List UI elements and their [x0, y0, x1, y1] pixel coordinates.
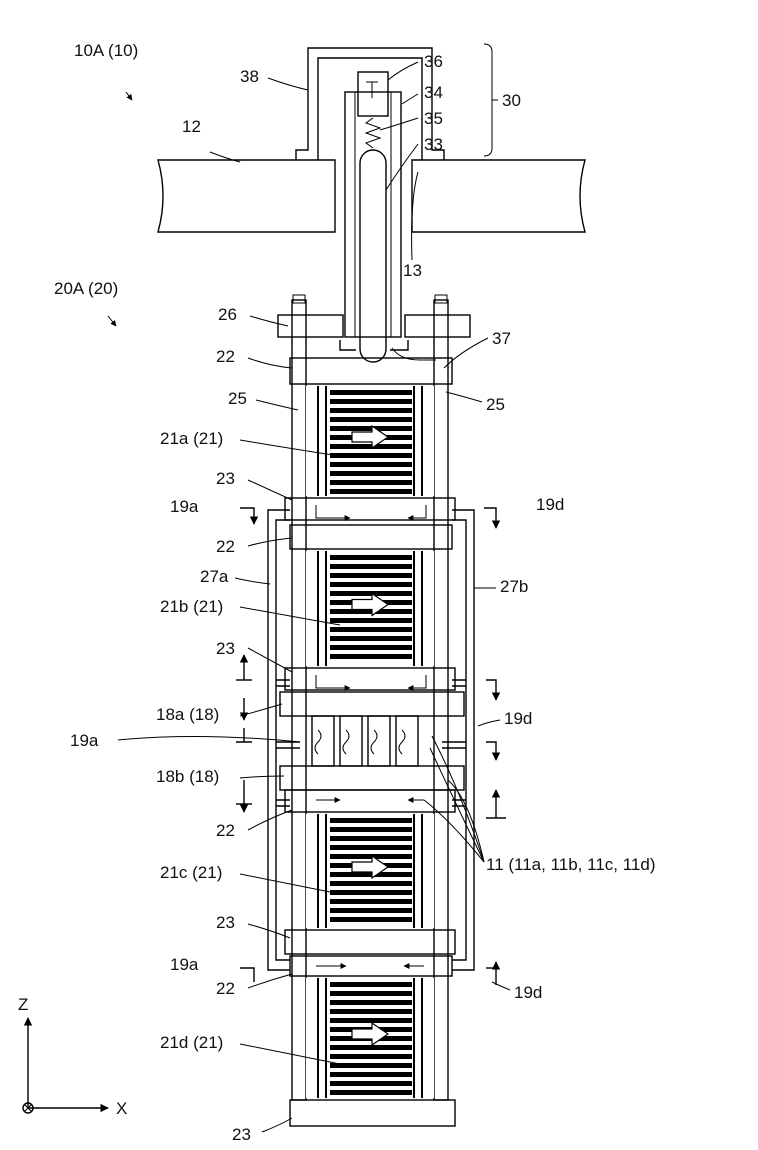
fin — [330, 1090, 412, 1095]
fin — [330, 890, 412, 895]
label-22-1: 22 — [216, 347, 235, 366]
fin — [330, 1072, 412, 1077]
label-19a-3: 19a — [170, 955, 199, 974]
fin — [330, 471, 412, 476]
label-27b: 27b — [500, 577, 528, 596]
fin — [330, 1063, 412, 1068]
fin — [330, 982, 412, 987]
fin — [330, 444, 412, 449]
label-20A: 20A (20) — [54, 279, 118, 298]
fin — [330, 636, 412, 641]
heat-exchange-stacks — [306, 386, 434, 1098]
fin — [330, 480, 412, 485]
fin — [330, 899, 412, 904]
fin — [330, 827, 412, 832]
label-37: 37 — [492, 329, 511, 348]
label-23-3: 23 — [216, 913, 235, 932]
label-12: 12 — [182, 117, 201, 136]
label-18a: 18a (18) — [156, 705, 219, 724]
fin — [330, 836, 412, 841]
fin — [330, 591, 412, 596]
label-26: 26 — [218, 305, 237, 324]
label-21b: 21b (21) — [160, 597, 223, 616]
label-21d: 21d (21) — [160, 1033, 223, 1052]
fin — [330, 489, 412, 494]
fin — [330, 417, 412, 422]
label-22-4: 22 — [216, 979, 235, 998]
fin — [330, 908, 412, 913]
fin — [330, 582, 412, 587]
fin — [330, 453, 412, 458]
label-36: 36 — [424, 52, 443, 71]
fin — [330, 845, 412, 850]
label-19a-1: 19a — [170, 497, 199, 516]
axis-x-label: X — [116, 1099, 127, 1118]
fin — [330, 564, 412, 569]
label-23-1: 23 — [216, 469, 235, 488]
label-23-2: 23 — [216, 639, 235, 658]
label-19d-1: 19d — [536, 495, 564, 514]
fin — [330, 426, 412, 431]
stack-21b — [306, 551, 434, 666]
label-21c: 21c (21) — [160, 863, 222, 882]
label-25-right: 25 — [486, 395, 505, 414]
label-18b: 18b (18) — [156, 767, 219, 786]
label-21a: 21a (21) — [160, 429, 223, 448]
base-plate-12 — [158, 160, 585, 232]
stack-21c — [306, 814, 434, 928]
label-34: 34 — [424, 83, 443, 102]
fin — [330, 573, 412, 578]
label-19d-3: 19d — [514, 983, 542, 1002]
cover-38 — [296, 48, 444, 160]
label-22-3: 22 — [216, 821, 235, 840]
fin — [330, 1000, 412, 1005]
label-11: 11 (11a, 11b, 11c, 11d) — [486, 855, 656, 874]
fin — [330, 627, 412, 632]
fin — [330, 1018, 412, 1023]
fin — [330, 1045, 412, 1050]
fin — [330, 917, 412, 922]
fin — [330, 390, 412, 395]
label-30: 30 — [502, 91, 521, 110]
label-25-left: 25 — [228, 389, 247, 408]
label-10A: 10A (10) — [74, 41, 138, 60]
fin — [330, 1009, 412, 1014]
fin — [330, 645, 412, 650]
fin — [330, 1054, 412, 1059]
fin — [330, 399, 412, 404]
fin — [330, 872, 412, 877]
label-33: 33 — [424, 135, 443, 154]
label-27a: 27a — [200, 567, 229, 586]
fin — [330, 408, 412, 413]
fin — [330, 462, 412, 467]
fin — [330, 881, 412, 886]
label-22-2: 22 — [216, 537, 235, 556]
label-13: 13 — [403, 261, 422, 280]
fin — [330, 654, 412, 659]
fin — [330, 555, 412, 560]
manifolds-18 — [280, 692, 464, 790]
fin — [330, 991, 412, 996]
fin — [330, 1081, 412, 1086]
stack-21d — [306, 978, 434, 1098]
label-19a-2: 19a — [70, 731, 99, 750]
label-35: 35 — [424, 109, 443, 128]
fin — [330, 854, 412, 859]
fin — [330, 818, 412, 823]
axes — [23, 1018, 108, 1113]
stack-21a — [306, 386, 434, 496]
axis-z-label: Z — [18, 995, 28, 1014]
label-19d-2: 19d — [504, 709, 532, 728]
label-38: 38 — [240, 67, 259, 86]
fin — [330, 618, 412, 623]
rod-assembly — [345, 72, 401, 362]
label-23-4: 23 — [232, 1125, 251, 1144]
